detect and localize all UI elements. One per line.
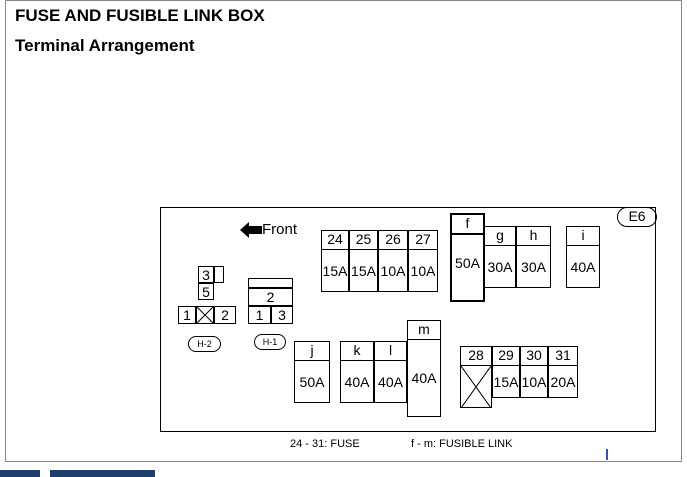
fuse-24: 24 15A xyxy=(321,230,349,292)
h2-empty-cavity xyxy=(196,306,214,324)
cross-mark-icon xyxy=(197,307,213,323)
fusible-link-l: l 40A xyxy=(374,341,407,403)
h1-terminal-2: 2 xyxy=(248,288,293,306)
diagram-frame xyxy=(5,0,682,462)
fusible-link-f: f 50A xyxy=(450,213,485,302)
page-subtitle: Terminal Arrangement xyxy=(15,36,195,55)
legend-fuse: 24 - 31: FUSE xyxy=(290,438,360,450)
fuse-31: 31 20A xyxy=(548,346,578,398)
link-rating: 40A xyxy=(378,373,403,390)
fuse-number: 30 xyxy=(521,347,547,366)
h2-terminal-5: 5 xyxy=(198,283,214,300)
fuse-30: 30 10A xyxy=(520,346,548,398)
fuse-26: 26 10A xyxy=(378,230,408,292)
link-rating: 40A xyxy=(344,373,370,390)
h2-label-oval: H-2 xyxy=(188,336,221,352)
fuse-25: 25 15A xyxy=(349,230,378,292)
h2-latch xyxy=(214,266,224,283)
fuse-28-empty-slot xyxy=(461,366,491,408)
fuse-rating: 10A xyxy=(521,373,547,390)
h1-terminal-3: 3 xyxy=(271,306,293,324)
h2-terminal-1: 1 xyxy=(178,306,196,324)
fuse-number: 27 xyxy=(409,231,437,250)
cross-mark-icon xyxy=(461,366,491,408)
fuse-rating: 15A xyxy=(351,262,376,279)
link-letter: i xyxy=(567,227,599,246)
fuse-number: 25 xyxy=(350,231,377,250)
page-title: FUSE AND FUSIBLE LINK BOX xyxy=(15,6,265,25)
fusible-link-g: g 30A xyxy=(484,226,516,288)
fuse-box-outline xyxy=(160,207,656,432)
fuse-rating: 20A xyxy=(550,373,576,390)
fusible-link-m: m 40A xyxy=(407,320,441,417)
link-rating: 30A xyxy=(487,258,513,275)
fuse-number: 26 xyxy=(379,231,407,250)
h2-terminal-2: 2 xyxy=(214,306,236,324)
link-letter: j xyxy=(295,342,329,361)
h1-latch xyxy=(248,278,293,288)
link-rating: 50A xyxy=(455,255,480,271)
h2-terminal-3: 3 xyxy=(198,266,214,283)
front-arrow-icon xyxy=(240,222,262,238)
link-letter: k xyxy=(341,342,373,361)
link-rating: 50A xyxy=(299,373,325,390)
fuse-number: 29 xyxy=(493,347,519,366)
link-letter: f xyxy=(452,215,483,235)
link-rating: 40A xyxy=(570,258,596,275)
fuse-number: 24 xyxy=(322,231,348,250)
fuse-number: 31 xyxy=(549,347,577,366)
fuse-rating: 15A xyxy=(493,373,519,390)
fusible-link-h: h 30A xyxy=(516,226,551,288)
fusible-link-i: i 40A xyxy=(566,226,600,288)
fuse-27: 27 10A xyxy=(408,230,438,292)
cursor-mark xyxy=(606,449,608,460)
link-letter: l xyxy=(375,342,406,361)
nav-tab-right[interactable] xyxy=(50,470,155,477)
link-letter: g xyxy=(485,227,515,246)
front-label: Front xyxy=(262,221,298,238)
link-letter: m xyxy=(408,321,440,340)
fusible-link-k: k 40A xyxy=(340,341,374,403)
fuse-rating: 10A xyxy=(410,262,436,279)
h1-label-oval: H-1 xyxy=(254,334,286,350)
legend-fusible-link: f - m: FUSIBLE LINK xyxy=(411,438,513,450)
fuse-29: 29 15A xyxy=(492,346,520,398)
fuse-number: 28 xyxy=(461,347,491,366)
fusible-link-j: j 50A xyxy=(294,341,330,403)
fuse-rating: 15A xyxy=(322,262,348,279)
fuse-rating: 10A xyxy=(380,262,406,279)
fuse-28: 28 xyxy=(460,346,492,408)
connector-id-badge: E6 xyxy=(617,207,657,227)
link-letter: h xyxy=(517,227,550,246)
nav-tab-left[interactable] xyxy=(0,470,40,477)
link-rating: 30A xyxy=(521,258,546,275)
h1-terminal-1: 1 xyxy=(248,306,271,324)
link-rating: 40A xyxy=(411,370,437,386)
